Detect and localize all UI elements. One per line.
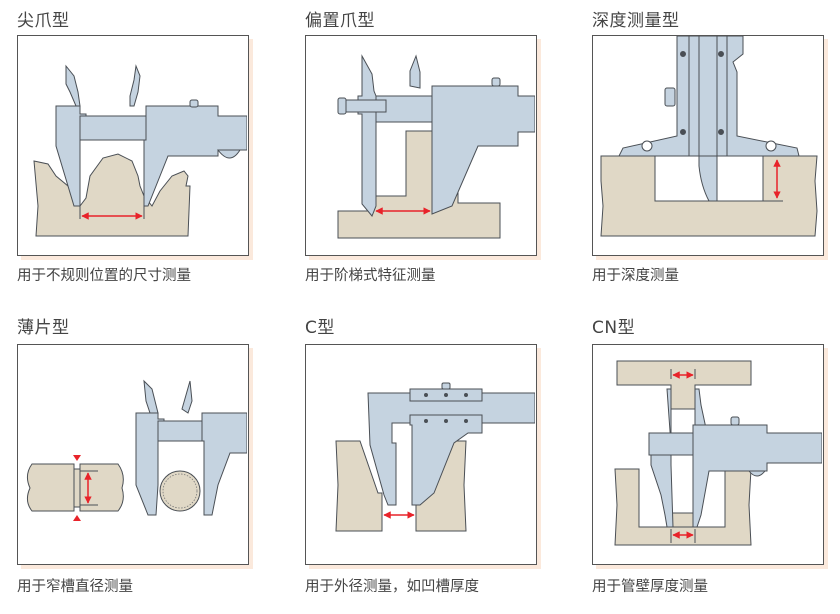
workpiece — [614, 360, 752, 546]
offset-jaw-illustration — [337, 54, 535, 239]
blade-type-illustration — [26, 379, 247, 521]
lock-screw — [441, 382, 451, 390]
slider-lower — [409, 414, 483, 506]
groove-marker-top — [73, 455, 81, 461]
caliper — [337, 54, 535, 217]
lock-screw — [664, 87, 676, 107]
depth-gauge-illustration — [600, 36, 818, 237]
u-channel — [614, 468, 752, 546]
fixed-jaw — [650, 388, 674, 528]
gauge-base — [618, 36, 800, 157]
panel-title: 深度测量型 — [592, 11, 680, 31]
caliper — [648, 388, 822, 528]
c-type-illustration — [335, 382, 535, 532]
illustration-frame — [17, 35, 249, 256]
workpiece-irregular — [33, 153, 191, 237]
panel-title: C型 — [305, 318, 335, 338]
workpiece-recess — [600, 155, 818, 237]
mount-hole-right — [765, 140, 777, 152]
pointed-jaw-illustration — [33, 64, 247, 237]
panel-title: 薄片型 — [17, 318, 70, 338]
illustration-frame — [592, 344, 824, 565]
panel-title: CN型 — [592, 318, 636, 338]
illustration-frame — [17, 344, 249, 565]
inside-jaw-right — [129, 64, 141, 107]
thumb-roller — [216, 149, 241, 159]
slider — [201, 412, 247, 516]
lock-screw — [730, 416, 740, 426]
illustration-frame — [305, 344, 537, 565]
depth-gauge — [618, 36, 800, 202]
workpiece-section — [159, 470, 201, 512]
panel-caption: 用于窄槽直径测量 — [17, 579, 133, 595]
panel-caption: 用于深度测量 — [592, 268, 679, 284]
slider — [431, 85, 535, 215]
slider — [143, 105, 247, 207]
panel-caption: 用于外径测量，如凹槽厚度 — [305, 579, 479, 595]
thumb-roller — [747, 470, 767, 477]
mount-hole-left — [641, 140, 653, 152]
shaft-with-groove — [26, 463, 124, 512]
slider — [692, 424, 822, 528]
top-flange — [616, 360, 752, 410]
inside-jaw-left — [65, 64, 81, 107]
clamp-knob — [337, 97, 347, 115]
offset-jaw — [357, 54, 377, 217]
panel-title: 尖爪型 — [17, 11, 70, 31]
depth-clamp — [345, 99, 387, 113]
lock-screw — [189, 99, 199, 108]
cn-type-illustration — [614, 360, 822, 546]
lock-screw — [491, 77, 501, 87]
depth-rod — [698, 155, 718, 202]
panel-title: 偏置爪型 — [305, 11, 375, 31]
caliper — [135, 379, 247, 516]
caliper — [367, 382, 535, 506]
illustration-frame — [305, 35, 537, 256]
panel-caption: 用于管壁厚度测量 — [592, 579, 708, 595]
workpiece-left — [335, 440, 383, 532]
inside-jaw-right — [409, 54, 421, 89]
caliper — [55, 64, 247, 207]
panel-caption: 用于不规则位置的尺寸测量 — [17, 268, 191, 284]
panel-caption: 用于阶梯式特征测量 — [305, 268, 436, 284]
illustration-frame — [592, 35, 824, 256]
groove-marker-bottom — [73, 515, 81, 521]
